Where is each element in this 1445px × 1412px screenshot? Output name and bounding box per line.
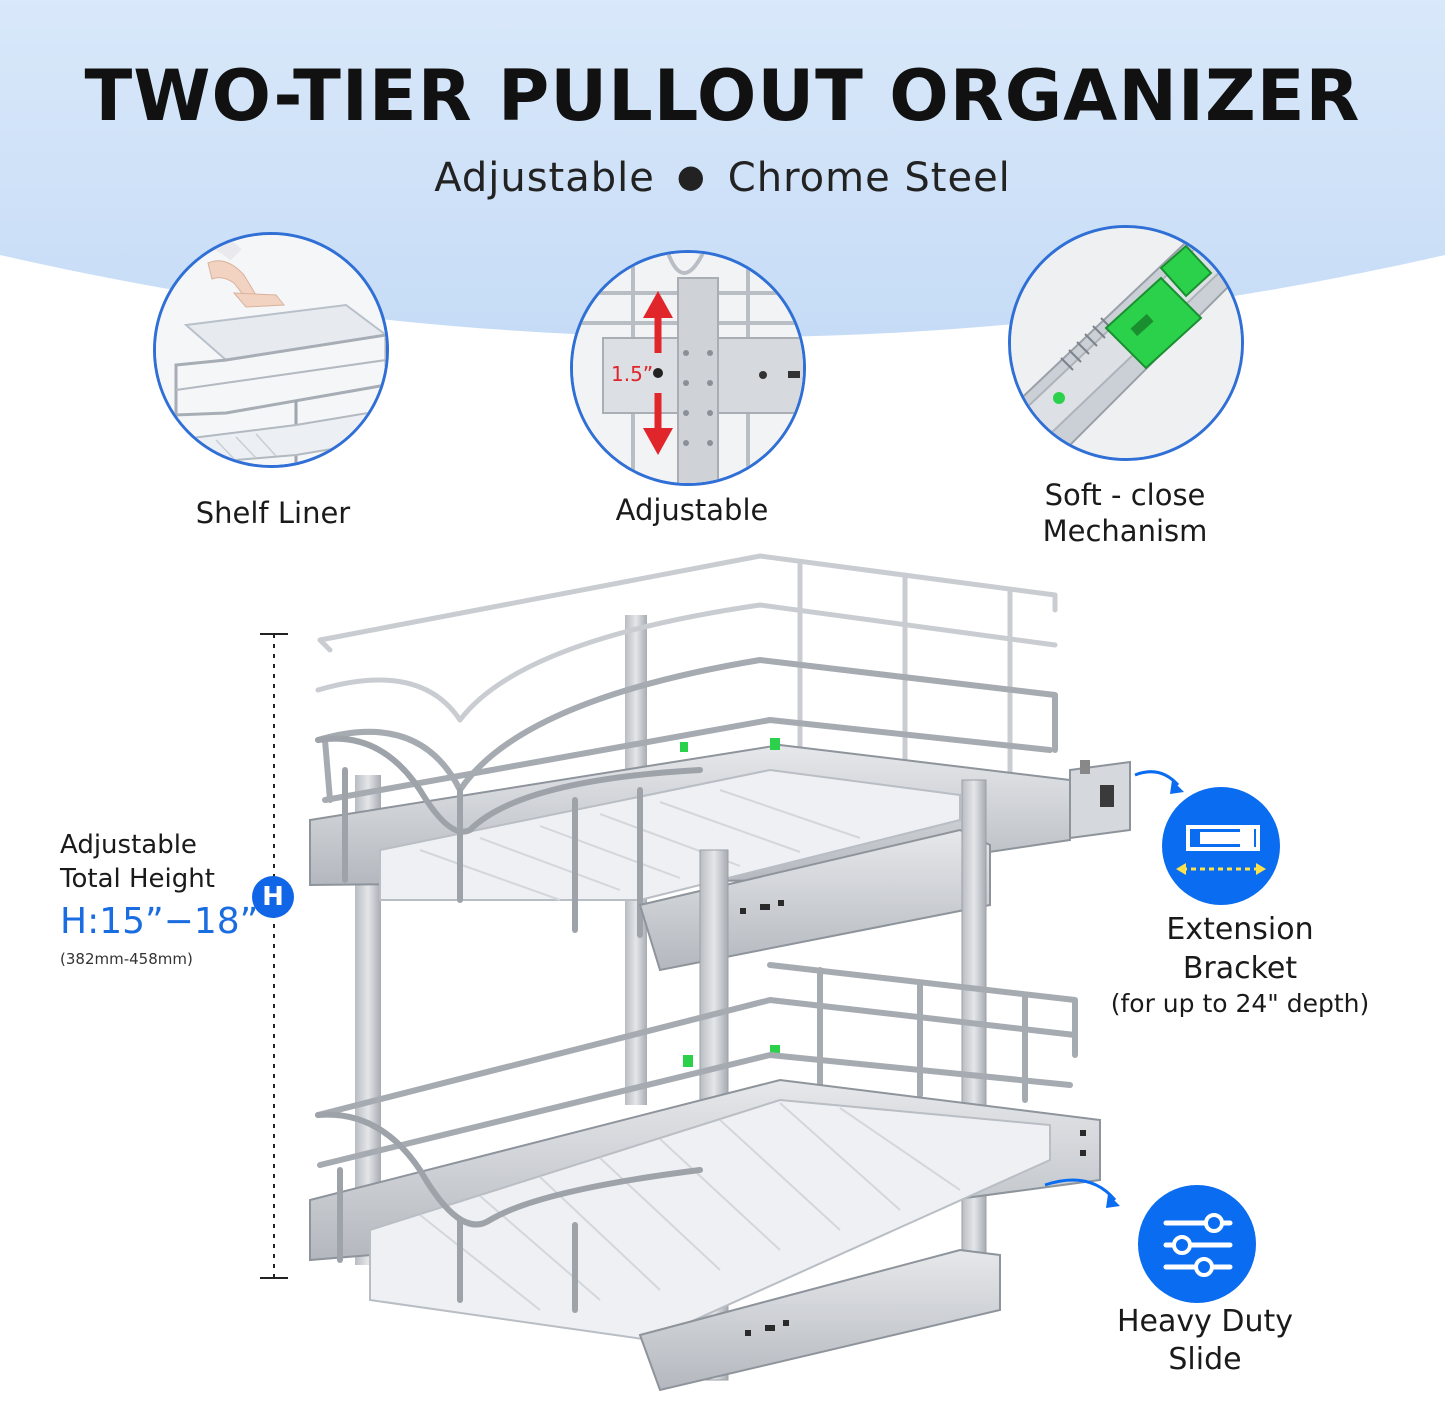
extension-line3: (for up to 24" depth) [1110, 989, 1370, 1018]
extension-line2: Bracket [1182, 951, 1298, 986]
subtitle-adjustable: Adjustable [434, 155, 655, 201]
feature-label-soft-close-line2: Mechanism [1042, 514, 1208, 548]
height-marker: H [252, 876, 294, 918]
feature-label-adjustable: Adjustable [615, 493, 769, 527]
subtitle: Adjustable ● Chrome Steel [0, 155, 1445, 201]
height-value: H:15”−18” [60, 901, 259, 942]
height-label-line2: Total Height [60, 864, 215, 894]
height-label-line1: Adjustable [60, 830, 197, 860]
height-spec: Adjustable Total Height H:15”−18” (382mm… [60, 828, 258, 970]
slide-line2: Slide [1168, 1342, 1242, 1377]
adjust-measurement: 1.5” [611, 362, 653, 386]
adjustable-bracket-photo: 1.5” [570, 250, 806, 486]
bullet-dot: ● [676, 157, 706, 195]
feature-label-soft-close-line1: Soft - close [1044, 478, 1206, 512]
extension-line1: Extension [1166, 912, 1314, 947]
soft-close-slide-photo [1008, 225, 1244, 461]
shelf-liner-photo [153, 232, 389, 468]
slide-line1: Heavy Duty [1116, 1304, 1294, 1339]
page-title: TWO-TIER PULLOUT ORGANIZER [84, 55, 1361, 137]
extension-bracket-label: Extension Bracket (for up to 24" depth) [1085, 910, 1395, 1020]
height-dimension-line [260, 633, 288, 1279]
extension-bracket-icon [1162, 787, 1280, 905]
subtitle-chrome-steel: Chrome Steel [727, 155, 1011, 201]
sliders-icon [1138, 1185, 1256, 1303]
feature-label-soft-close: Soft - close Mechanism [980, 477, 1270, 549]
heavy-duty-slide-label: Heavy Duty Slide [1070, 1303, 1340, 1379]
height-metric: (382mm-458mm) [60, 950, 193, 968]
feature-label-shelf-liner: Shelf Liner [195, 496, 351, 530]
